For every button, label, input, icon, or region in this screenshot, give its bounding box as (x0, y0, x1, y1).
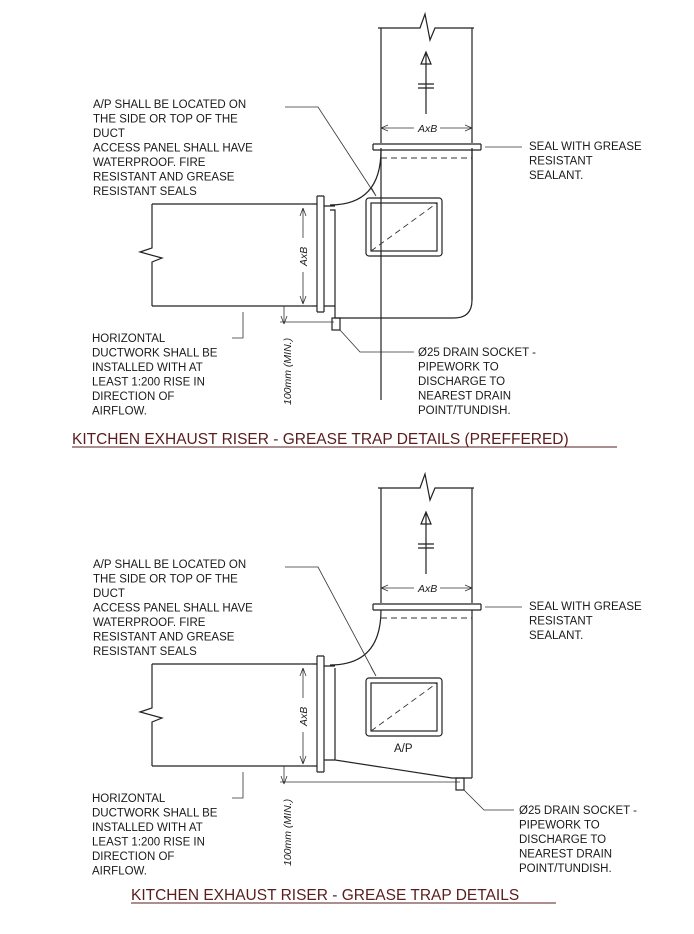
airflow-arrow-icon (418, 50, 434, 114)
duct-note: HORIZONTAL DUCTWORK SHALL BE INSTALLED W… (92, 333, 221, 418)
drain-note: Ø25 DRAIN SOCKET - PIPEWORK TO DISCHARGE… (418, 347, 539, 417)
duct-flange (316, 195, 335, 313)
duct-dimension-label: AxB (298, 247, 310, 267)
detail-title: KITCHEN EXHAUST RISER - GREASE TRAP DETA… (131, 887, 519, 904)
drain-note-leader (339, 329, 414, 353)
seal-note: SEAL WITH GREASE RESISTANT SEALANT. (529, 601, 645, 642)
riser-duct (329, 471, 474, 778)
min-dimension-label: 100mm (MIN.) (282, 338, 294, 405)
duct-note: HORIZONTAL DUCTWORK SHALL BE INSTALLED W… (92, 793, 221, 878)
duct-dimension-line (299, 203, 312, 307)
bend-outer (334, 668, 472, 779)
riser-flange (372, 143, 482, 151)
duct-note-leader (232, 772, 244, 799)
drain-socket (455, 777, 465, 791)
seal-note: SEAL WITH GREASE RESISTANT SEALANT. (529, 141, 645, 182)
riser-dimension-line (380, 124, 473, 132)
ap-label: A/P (394, 743, 413, 755)
detail-title: KITCHEN EXHAUST RISER - GREASE TRAP DETA… (72, 431, 569, 448)
duct-flange (316, 655, 335, 773)
ap-note: A/P SHALL BE LOCATED ON THE SIDE OR TOP … (93, 559, 256, 658)
riser-dimension-line (380, 584, 473, 592)
riser-dimension-label: AxB (417, 583, 437, 595)
access-panel (365, 197, 443, 257)
drain-note: Ø25 DRAIN SOCKET - PIPEWORK TO DISCHARGE… (519, 805, 640, 875)
riser-flange (372, 603, 482, 611)
drain-note-leader (463, 789, 514, 811)
access-panel (365, 677, 443, 737)
detail-preferred: AxB AxB 100mm (MIN.) A/P SHALL BE LOCATE… (72, 11, 645, 448)
airflow-arrow-icon (418, 510, 434, 574)
ap-note-leader (285, 106, 377, 197)
min-dimension-label: 100mm (MIN.) (282, 799, 294, 866)
duct-dimension-line (299, 663, 312, 767)
horizontal-duct (137, 203, 317, 307)
horizontal-duct (137, 663, 317, 767)
detail-standard: AxB A/P AxB 100mm (MIN.) A/P SHALL BE LO… (92, 471, 645, 904)
min-dimension-line (280, 766, 460, 785)
min-dimension-line (280, 306, 334, 325)
duct-dimension-label: AxB (298, 707, 310, 727)
ap-note-leader (285, 566, 377, 677)
riser-dimension-label: AxB (417, 123, 437, 135)
duct-note-leader (232, 312, 244, 339)
drain-socket (331, 317, 341, 331)
bend-outer (329, 149, 473, 319)
ap-note: A/P SHALL BE LOCATED ON THE SIDE OR TOP … (93, 99, 256, 198)
